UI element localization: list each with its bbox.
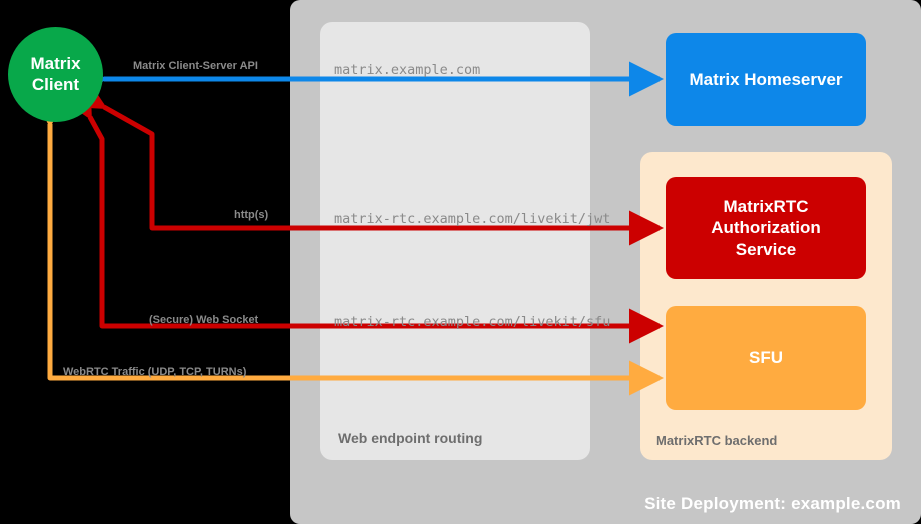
matrixrtc-backend-label: MatrixRTC backend bbox=[656, 433, 778, 448]
auth-service-label-line1: MatrixRTC bbox=[723, 197, 809, 217]
auth-service-label-line3: Service bbox=[735, 239, 797, 259]
sfu-label: SFU bbox=[749, 348, 783, 368]
edge-label-secure-websocket: (Secure) Web Socket bbox=[149, 314, 259, 326]
node-matrix-homeserver[interactable]: Matrix Homeserver bbox=[666, 33, 866, 126]
site-deployment-label: Site Deployment: example.com bbox=[644, 494, 901, 513]
auth-service-label-line2: Authorization bbox=[711, 218, 821, 238]
matrix-homeserver-label: Matrix Homeserver bbox=[689, 69, 843, 89]
matrix-client-label-line2: Client bbox=[31, 74, 80, 94]
url-label-livekit-jwt: matrix-rtc.example.com/livekit/jwt bbox=[334, 211, 611, 227]
url-label-livekit-sfu: matrix-rtc.example.com/livekit/sfu bbox=[334, 314, 611, 330]
node-sfu[interactable]: SFU bbox=[666, 306, 866, 410]
url-label-matrix-example-com: matrix.example.com bbox=[334, 62, 481, 78]
edge-label-webrtc-traffic: WebRTC Traffic (UDP, TCP, TURNs) bbox=[63, 366, 247, 378]
node-matrixrtc-authorization-service[interactable]: MatrixRTC Authorization Service bbox=[666, 177, 866, 279]
node-matrix-client[interactable]: Matrix Client bbox=[8, 27, 103, 122]
edge-label-matrix-client-server-api: Matrix Client-Server API bbox=[133, 60, 258, 72]
edge-label-http: http(s) bbox=[234, 209, 269, 221]
web-endpoint-routing-container: Web endpoint routing bbox=[320, 22, 590, 460]
web-endpoint-routing-label: Web endpoint routing bbox=[338, 430, 483, 446]
matrix-client-label-line1: Matrix bbox=[30, 54, 81, 74]
